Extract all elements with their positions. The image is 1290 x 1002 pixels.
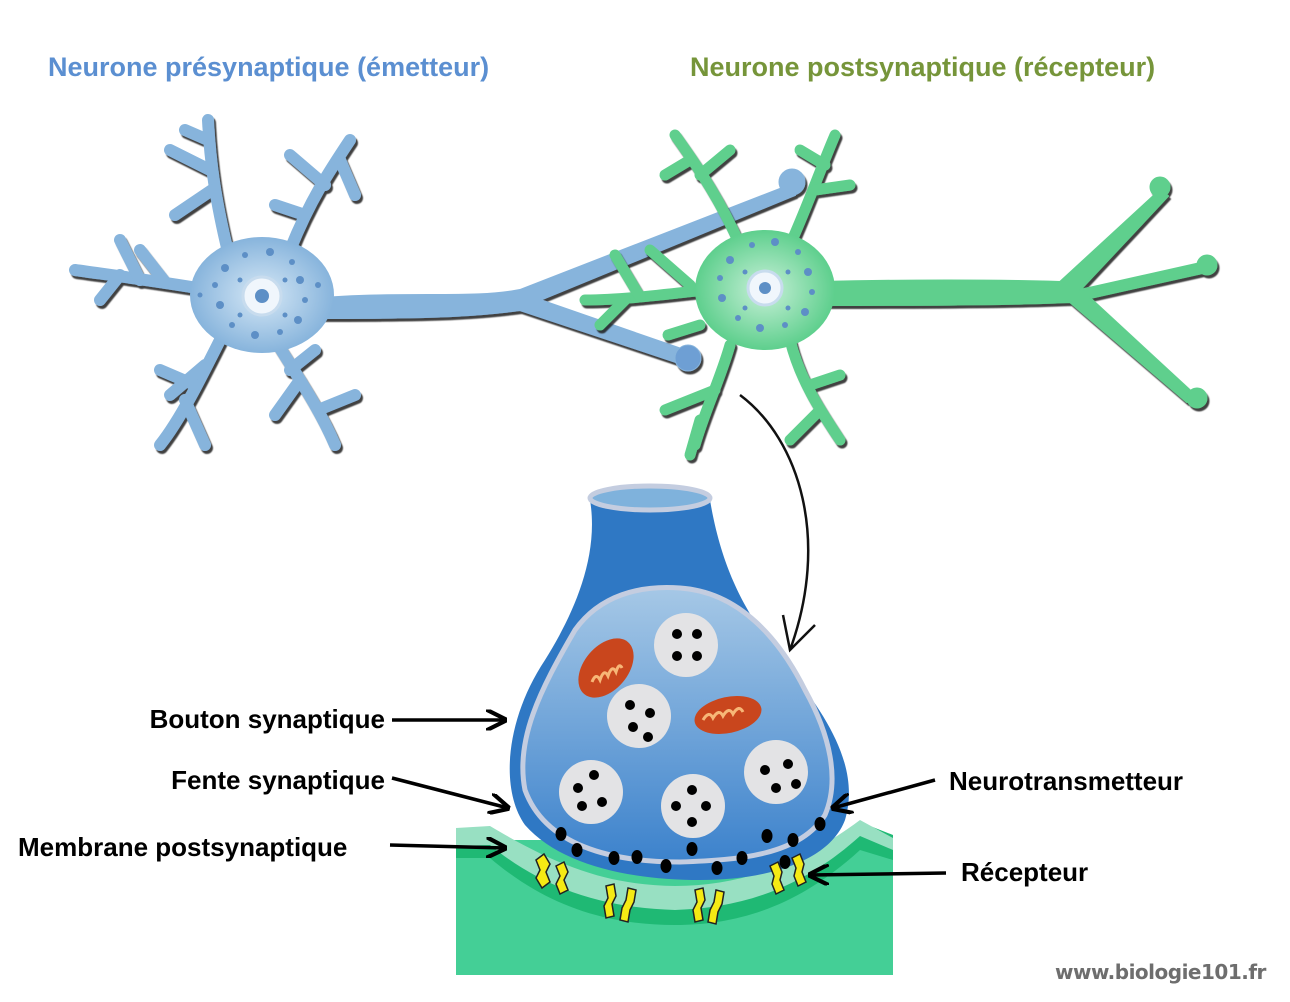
arrow-recepteur bbox=[810, 873, 947, 875]
neurotransmitters bbox=[555, 817, 826, 875]
presynaptic-soma bbox=[190, 237, 334, 353]
zoom-arrow bbox=[739, 394, 810, 651]
presynaptic-neuron bbox=[69, 114, 806, 451]
label-fente-synaptique: Fente synaptique bbox=[171, 765, 385, 795]
zoom-arrowhead bbox=[781, 614, 816, 653]
arrow-membrane bbox=[389, 845, 505, 848]
credit-link: www.biologie101.fr bbox=[1055, 960, 1266, 984]
postsynaptic-soma bbox=[695, 230, 835, 350]
label-arrows bbox=[389, 720, 947, 875]
label-bouton-synaptique: Bouton synaptique bbox=[149, 704, 385, 734]
arrow-fente bbox=[391, 776, 508, 808]
label-membrane-postsynaptique: Membrane postsynaptique bbox=[18, 832, 348, 862]
synaptic-bouton bbox=[509, 483, 849, 880]
receptors bbox=[535, 852, 807, 925]
mitochondria bbox=[578, 638, 762, 734]
postsynaptic-title: Neurone postsynaptique (récepteur) bbox=[690, 52, 1156, 82]
label-neurotransmetteur: Neurotransmetteur bbox=[949, 766, 1184, 796]
postsynaptic-neuron bbox=[579, 129, 1218, 461]
synaptic-vesicles bbox=[559, 613, 808, 838]
presynaptic-title: Neurone présynaptique (émetteur) bbox=[48, 52, 490, 82]
arrow-neurotransmetteur bbox=[833, 778, 936, 808]
label-recepteur: Récepteur bbox=[961, 857, 1089, 887]
